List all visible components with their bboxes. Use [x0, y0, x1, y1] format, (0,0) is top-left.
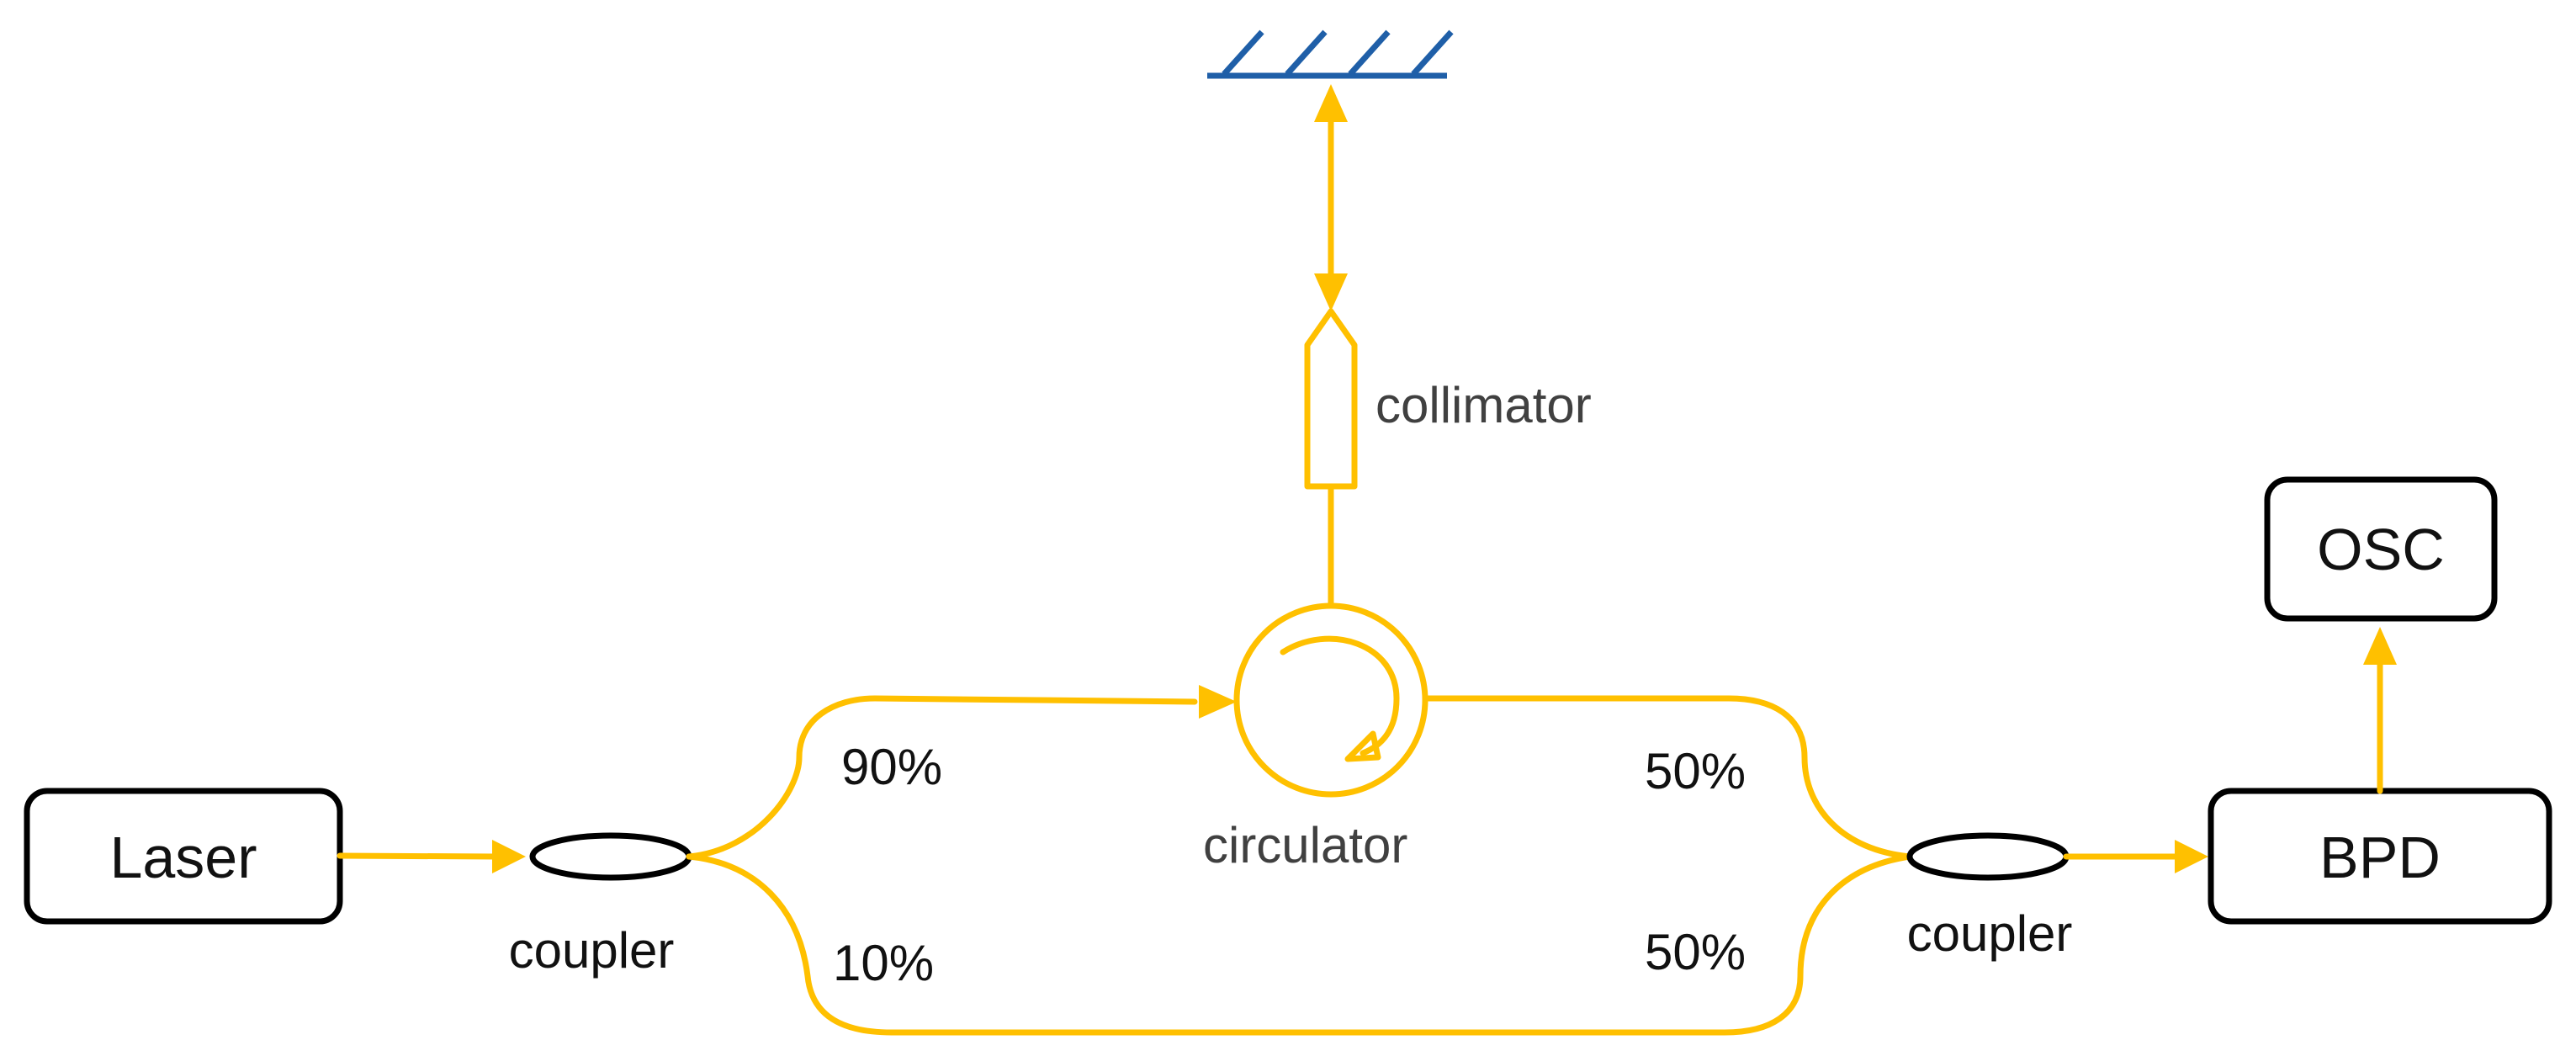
coupler-to-bpd-fiber	[2063, 840, 2208, 873]
collimator-label: collimator	[1375, 377, 1592, 433]
coupler-right-label: coupler	[1907, 905, 2073, 962]
merge-upper-label: 50%	[1645, 743, 1746, 799]
merge-lower-label: 50%	[1645, 924, 1746, 980]
laser-output-fiber	[337, 840, 526, 873]
coupler-left-label: coupler	[509, 922, 675, 979]
circulator-output-fiber	[1422, 695, 1913, 860]
bpd-to-osc-line	[2363, 627, 2397, 794]
split-upper-label: 90%	[841, 739, 942, 795]
bpd-label: BPD	[2319, 825, 2441, 890]
circulator-label: circulator	[1203, 817, 1407, 873]
circulator-icon	[1233, 602, 1428, 798]
split-lower-label: 10%	[833, 935, 934, 991]
mirror-icon	[1207, 29, 1454, 79]
osc-box	[2264, 476, 2498, 622]
osc-label: OSC	[2317, 517, 2445, 582]
laser-label: Laser	[109, 825, 257, 890]
free-space-beam	[1314, 84, 1348, 311]
split-fibers	[686, 685, 1913, 1036]
collimator-icon	[1304, 308, 1358, 609]
coupler-icon	[529, 832, 692, 881]
coupler-icon	[1906, 832, 2070, 881]
